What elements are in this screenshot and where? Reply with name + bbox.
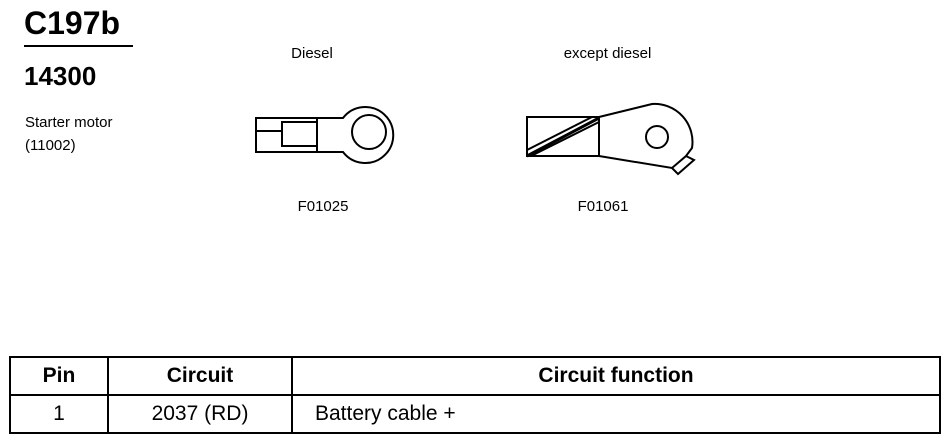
part-number: 14300 [24,61,97,91]
cell-circuit: 2037 (RD) [107,394,293,434]
variant-label-except-diesel: except diesel [563,45,652,62]
angled-ring-terminal-icon [526,102,696,176]
variant-code-except-diesel: F01061 [577,198,629,215]
component-code: (11002) [25,137,76,154]
table-row: 1 2037 (RD) Battery cable + [9,394,941,434]
pin-table: Pin Circuit Circuit function 1 2037 (RD)… [9,356,941,434]
header-circuit-function: Circuit function [291,356,941,396]
component-name: Starter motor [25,114,113,131]
variant-label-diesel: Diesel [291,45,333,62]
variant-code-diesel: F01025 [297,198,349,215]
header-pin: Pin [9,356,109,396]
connector-id: C197b [24,5,121,41]
title-underline [24,45,133,47]
cell-pin: 1 [9,394,109,434]
ring-terminal-icon [255,106,395,164]
cell-circuit-function: Battery cable + [291,394,941,434]
header-circuit: Circuit [107,356,293,396]
table-header-row: Pin Circuit Circuit function [9,356,941,396]
